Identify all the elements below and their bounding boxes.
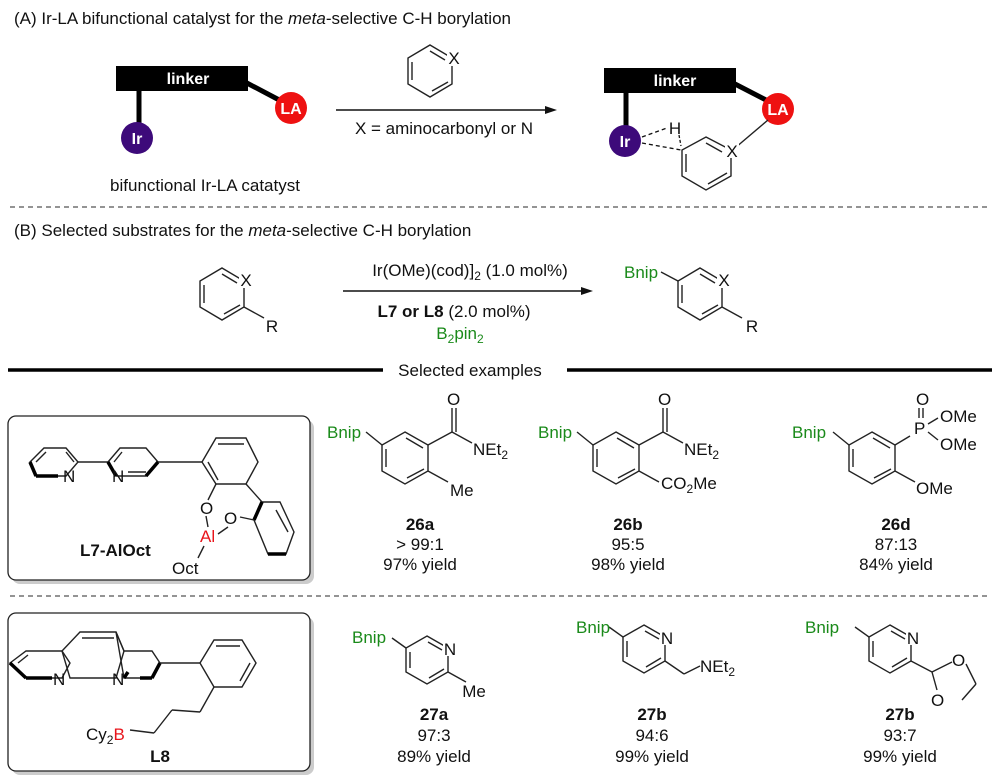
substrate-b-x: X — [240, 271, 251, 290]
yield: 89% yield — [397, 747, 471, 766]
l7-n1: N — [63, 467, 75, 486]
selectivity-ratio: 87:13 — [875, 535, 918, 554]
ligand-l8-label: L8 — [150, 747, 170, 766]
ir-label: Ir — [132, 131, 143, 148]
substrate-ring-b: X R — [199, 267, 278, 336]
bnip-label: Bnip — [538, 423, 572, 442]
yield: 97% yield — [383, 555, 457, 574]
bnip-label: Bnip — [576, 618, 610, 637]
example-26d: Bnip O P OMe OMe OMe 26d 87:13 84% yield — [792, 390, 977, 574]
l8-n2: N — [112, 670, 124, 689]
hydrogen-label: H — [669, 119, 681, 138]
selectivity-ratio: 97:3 — [417, 726, 450, 745]
ligand-condition: L7 or L8 (2.0 mol%) — [377, 302, 530, 321]
example-26b: Bnip O NEt2 CO2Me 26b 95:5 98% yield — [538, 390, 719, 574]
cy2b-label: Cy2B — [86, 725, 125, 747]
dioxolane-o1: O — [952, 651, 965, 670]
yield: 99% yield — [863, 747, 937, 766]
l7-n2: N — [112, 467, 124, 486]
example-27b-amine: Bnip N NEt2 27b 94:6 99% yield — [576, 618, 735, 766]
section-a-title: (A) Ir-LA bifunctional catalyst for the … — [14, 9, 511, 28]
ome-2: OMe — [940, 435, 977, 454]
bnip-label: Bnip — [792, 423, 826, 442]
example-27b-dioxolane: Bnip N O O 27b 93:7 99% yield — [805, 618, 977, 766]
example-26a: Bnip O NEt2 Me 26a > 99:1 97% yield — [327, 390, 508, 574]
ligand-l7-label: L7-AlOct — [80, 541, 151, 560]
la-tether — [243, 79, 285, 105]
me-label: Me — [450, 481, 474, 500]
net2-label: NEt2 — [700, 657, 735, 679]
linker-label: linker — [167, 71, 210, 88]
compound-id: 26b — [613, 515, 642, 534]
carbonyl-o: O — [447, 390, 460, 409]
catalyst-cartoon: linker Ir LA bifunctional Ir-LA catatyst — [110, 66, 307, 195]
compound-id: 27b — [885, 705, 914, 724]
ligand-l8-box: N N Cy2B L8 — [7, 612, 314, 775]
examples-header: Selected examples — [398, 361, 542, 380]
substrate-b-r: R — [266, 317, 278, 336]
reagent-above: Ir(OMe)(cod)]2 (1.0 mol%) — [372, 261, 568, 283]
catalyst-caption: bifunctional Ir-LA catatyst — [110, 176, 300, 195]
product-ring-b: Bnip X R — [624, 263, 758, 336]
complex-cartoon: linker Ir LA H X — [604, 68, 794, 191]
la-center — [275, 92, 307, 124]
substrate-x: X — [448, 49, 459, 68]
compound-id: 27b — [637, 705, 666, 724]
example-27a: Bnip N Me 27a 97:3 89% yield — [352, 628, 486, 766]
product-r: R — [746, 317, 758, 336]
pyridine-n: N — [444, 640, 456, 659]
ome-3: OMe — [916, 479, 953, 498]
yield: 98% yield — [591, 555, 665, 574]
yield: 99% yield — [615, 747, 689, 766]
yield: 84% yield — [859, 555, 933, 574]
l7-o2: O — [224, 509, 237, 528]
phosphorus: P — [914, 419, 925, 438]
b2pin2-reagent: B2pin2 — [436, 324, 484, 346]
me-label: Me — [462, 682, 486, 701]
ligand-l7-box: N N O Al O Oct L7-AlOct — [7, 415, 314, 584]
bnip-label: Bnip — [805, 618, 839, 637]
carbonyl-o: O — [658, 390, 671, 409]
selectivity-ratio: 95:5 — [611, 535, 644, 554]
l7-al: Al — [200, 527, 215, 546]
compound-id: 27a — [420, 705, 449, 724]
complex-x: X — [726, 142, 737, 161]
ome-1: OMe — [940, 407, 977, 426]
pyridine-n: N — [661, 629, 673, 648]
pyridine-n: N — [907, 629, 919, 648]
net2-label: NEt2 — [684, 440, 719, 462]
l8-n1: N — [53, 670, 65, 689]
dioxolane-o2: O — [931, 691, 944, 710]
selectivity-ratio: > 99:1 — [396, 535, 444, 554]
ir-center — [121, 122, 153, 154]
l7-oct: Oct — [172, 559, 199, 578]
compound-id: 26d — [881, 515, 910, 534]
selectivity-ratio: 94:6 — [635, 726, 668, 745]
la-label: LA — [280, 101, 302, 118]
section-b-title: (B) Selected substrates for the meta-sel… — [14, 221, 471, 240]
linker-label-2: linker — [654, 73, 697, 90]
phosphoryl-o: O — [916, 390, 929, 409]
product-x: X — [718, 271, 729, 290]
compound-id: 26a — [406, 515, 435, 534]
substrate-ring-a: X — [407, 44, 461, 98]
la-label-2: LA — [767, 102, 789, 119]
ester-label: CO2Me — [661, 474, 717, 496]
net2-label: NEt2 — [473, 440, 508, 462]
arrow-a-condition: X = aminocarbonyl or N — [355, 119, 533, 138]
bnip-label: Bnip — [327, 423, 361, 442]
ir-label-2: Ir — [620, 134, 631, 151]
l7-o1: O — [200, 499, 213, 518]
selectivity-ratio: 93:7 — [883, 726, 916, 745]
product-bnip: Bnip — [624, 263, 658, 282]
linker-bar — [116, 66, 248, 91]
bnip-label: Bnip — [352, 628, 386, 647]
